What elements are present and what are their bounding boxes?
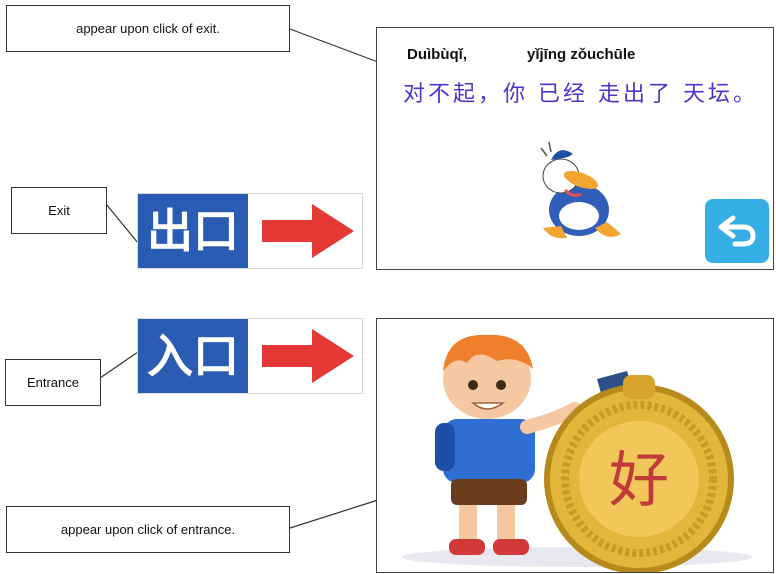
entrance-sign-text: 入口 bbox=[138, 319, 248, 393]
return-arrow-icon bbox=[718, 215, 756, 247]
exit-popup-note: appear upon click of exit. bbox=[6, 5, 290, 52]
exit-sign-text: 出口 bbox=[138, 194, 248, 268]
exit-label-connector bbox=[105, 203, 139, 244]
entrance-sign-button[interactable]: 入口 bbox=[137, 318, 363, 394]
entrance-popup-note-text: appear upon click of entrance. bbox=[60, 522, 236, 537]
pinyin-part1: Duìbùqǐ, bbox=[407, 46, 467, 63]
exit-popup: Duìbùqǐ, yǐjīng zǒuchūle 对不起，你 已经 走出了 天坛… bbox=[376, 27, 774, 270]
boy-with-gold-medal-icon: 好 bbox=[402, 334, 752, 572]
exit-popup-connector bbox=[289, 28, 379, 63]
pinyin-part2: yǐjīng zǒuchūle bbox=[527, 46, 636, 63]
entrance-label-connector bbox=[99, 351, 139, 379]
entrance-popup-connector bbox=[289, 499, 379, 529]
exit-label-text: Exit bbox=[48, 203, 70, 218]
entrance-popup-note: appear upon click of entrance. bbox=[6, 506, 290, 553]
entrance-label-text: Entrance bbox=[26, 375, 80, 390]
right-arrow-icon bbox=[262, 329, 354, 383]
medal-character: 好 bbox=[609, 446, 669, 516]
chinese-sentence: 对不起，你 已经 走出了 天坛。 bbox=[403, 82, 758, 107]
exit-popup-note-text: appear upon click of exit. bbox=[76, 21, 220, 36]
exit-sign-button[interactable]: 出口 bbox=[137, 193, 363, 269]
back-button[interactable] bbox=[705, 199, 769, 263]
entrance-label-box: Entrance bbox=[5, 359, 101, 406]
exit-label-box: Exit bbox=[11, 187, 107, 234]
right-arrow-icon bbox=[262, 204, 354, 258]
donald-duck-sad-icon bbox=[540, 141, 621, 239]
entrance-popup: 好 bbox=[376, 318, 774, 573]
